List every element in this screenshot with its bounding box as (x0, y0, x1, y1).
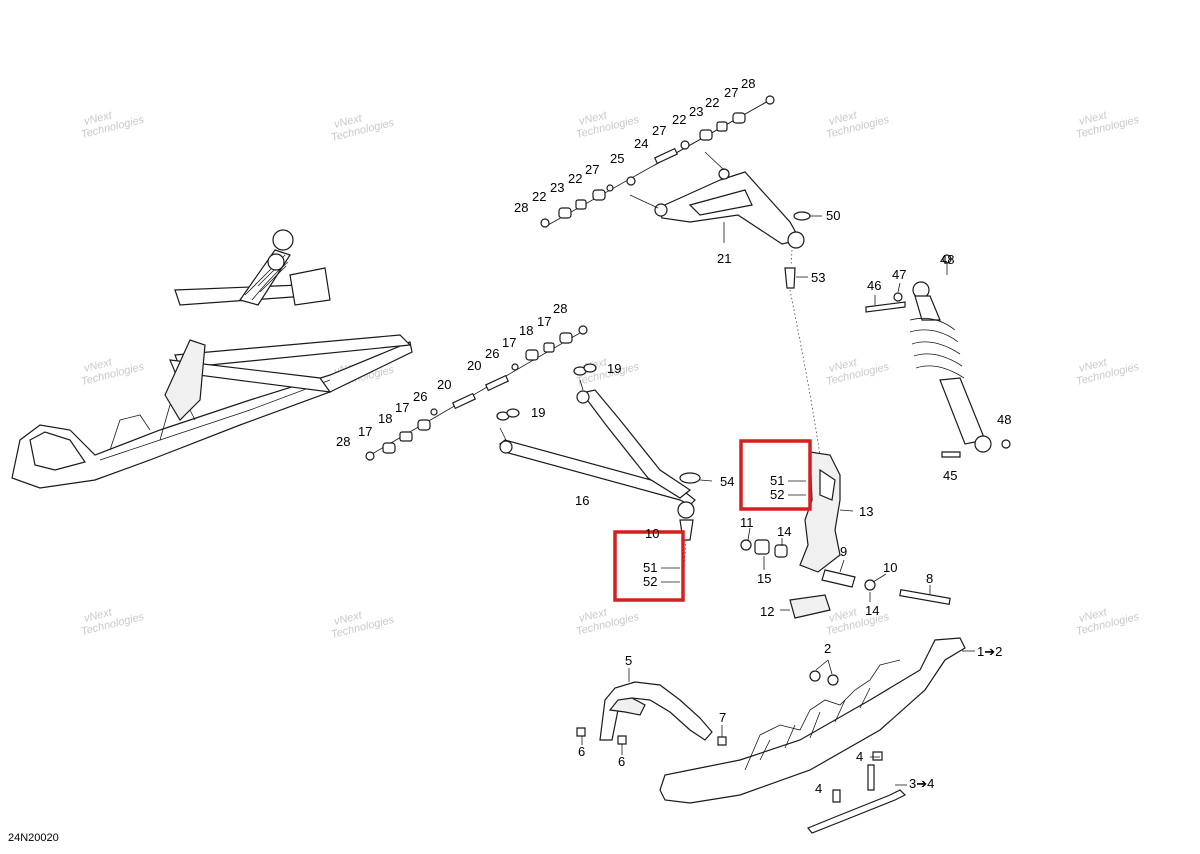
callout-46: 46 (867, 278, 881, 293)
callout-52: 52 (770, 487, 784, 502)
callout-52: 52 (643, 574, 657, 589)
callout-23: 23 (689, 104, 703, 119)
callout-16: 16 (575, 493, 589, 508)
diagram-code: 24N20020 (8, 832, 59, 844)
ski-handle (576, 668, 727, 755)
callout-26: 26 (413, 389, 427, 404)
callout-27: 27 (585, 162, 599, 177)
callout-17: 17 (395, 400, 409, 415)
callout-51: 51 (643, 560, 657, 575)
callout-8: 8 (926, 571, 933, 586)
callout-18: 18 (519, 323, 533, 338)
callout-7: 7 (719, 710, 726, 725)
callout-15: 15 (757, 571, 771, 586)
callout-26: 26 (485, 346, 499, 361)
callout-6: 6 (578, 744, 585, 759)
callout-5: 5 (625, 653, 632, 668)
callout-28: 28 (336, 434, 350, 449)
callout-3-4: 3➔4 (909, 776, 934, 791)
highlight-box-ball-joint (613, 530, 685, 602)
callout-14: 14 (777, 524, 791, 539)
callout-28: 28 (741, 76, 755, 91)
callout-27: 27 (652, 123, 666, 138)
upper-a-arm (629, 151, 822, 456)
callout-27: 27 (724, 85, 738, 100)
callout-10: 10 (645, 526, 659, 541)
callout-22: 22 (532, 189, 546, 204)
callout-2: 2 (824, 641, 831, 656)
highlight-box-spindle (739, 439, 812, 511)
callout-1-2: 1➔2 (977, 644, 1002, 659)
callout-51: 51 (770, 473, 784, 488)
callout-22: 22 (705, 95, 719, 110)
callout-24: 24 (634, 136, 648, 151)
callout-45: 45 (943, 468, 957, 483)
callout-4: 4 (815, 781, 822, 796)
callout-10: 10 (883, 560, 897, 575)
callout-12: 12 (760, 604, 774, 619)
callout-18: 18 (378, 411, 392, 426)
callout-53: 53 (811, 270, 825, 285)
callout-48: 48 (997, 412, 1011, 427)
callout-14: 14 (865, 603, 879, 618)
callout-21: 21 (717, 251, 731, 266)
callout-19: 19 (607, 361, 621, 376)
callout-54: 54 (720, 474, 734, 489)
callout-9: 9 (840, 544, 847, 559)
callout-22: 22 (672, 112, 686, 127)
callout-17: 17 (358, 424, 372, 439)
callout-11: 11 (740, 515, 754, 530)
spindle (740, 451, 951, 619)
callout-13: 13 (859, 504, 873, 519)
lower-a-arm (499, 379, 713, 571)
leader-lines (661, 480, 931, 602)
ski (659, 637, 975, 834)
lower-arm-hardware (365, 325, 597, 461)
callout-28: 28 (514, 200, 528, 215)
callout-4: 4 (856, 749, 863, 764)
callout-50: 50 (826, 208, 840, 223)
callout-47: 47 (892, 267, 906, 282)
callout-6: 6 (618, 754, 625, 769)
callout-22: 22 (568, 171, 582, 186)
callout-19: 19 (531, 405, 545, 420)
callout-20: 20 (437, 377, 451, 392)
callout-48: 48 (940, 252, 954, 267)
callout-20: 20 (467, 358, 481, 373)
callout-23: 23 (550, 180, 564, 195)
callout-25: 25 (610, 151, 624, 166)
callout-labels: 28 27 22 23 22 27 24 25 27 22 23 22 28 5… (336, 76, 1011, 796)
shock-absorber (865, 254, 1011, 458)
assembled-suspension-view (11, 229, 413, 489)
callout-17: 17 (502, 335, 516, 350)
callout-28: 28 (553, 301, 567, 316)
callout-17: 17 (537, 314, 551, 329)
upper-arm-hardware (540, 95, 775, 228)
